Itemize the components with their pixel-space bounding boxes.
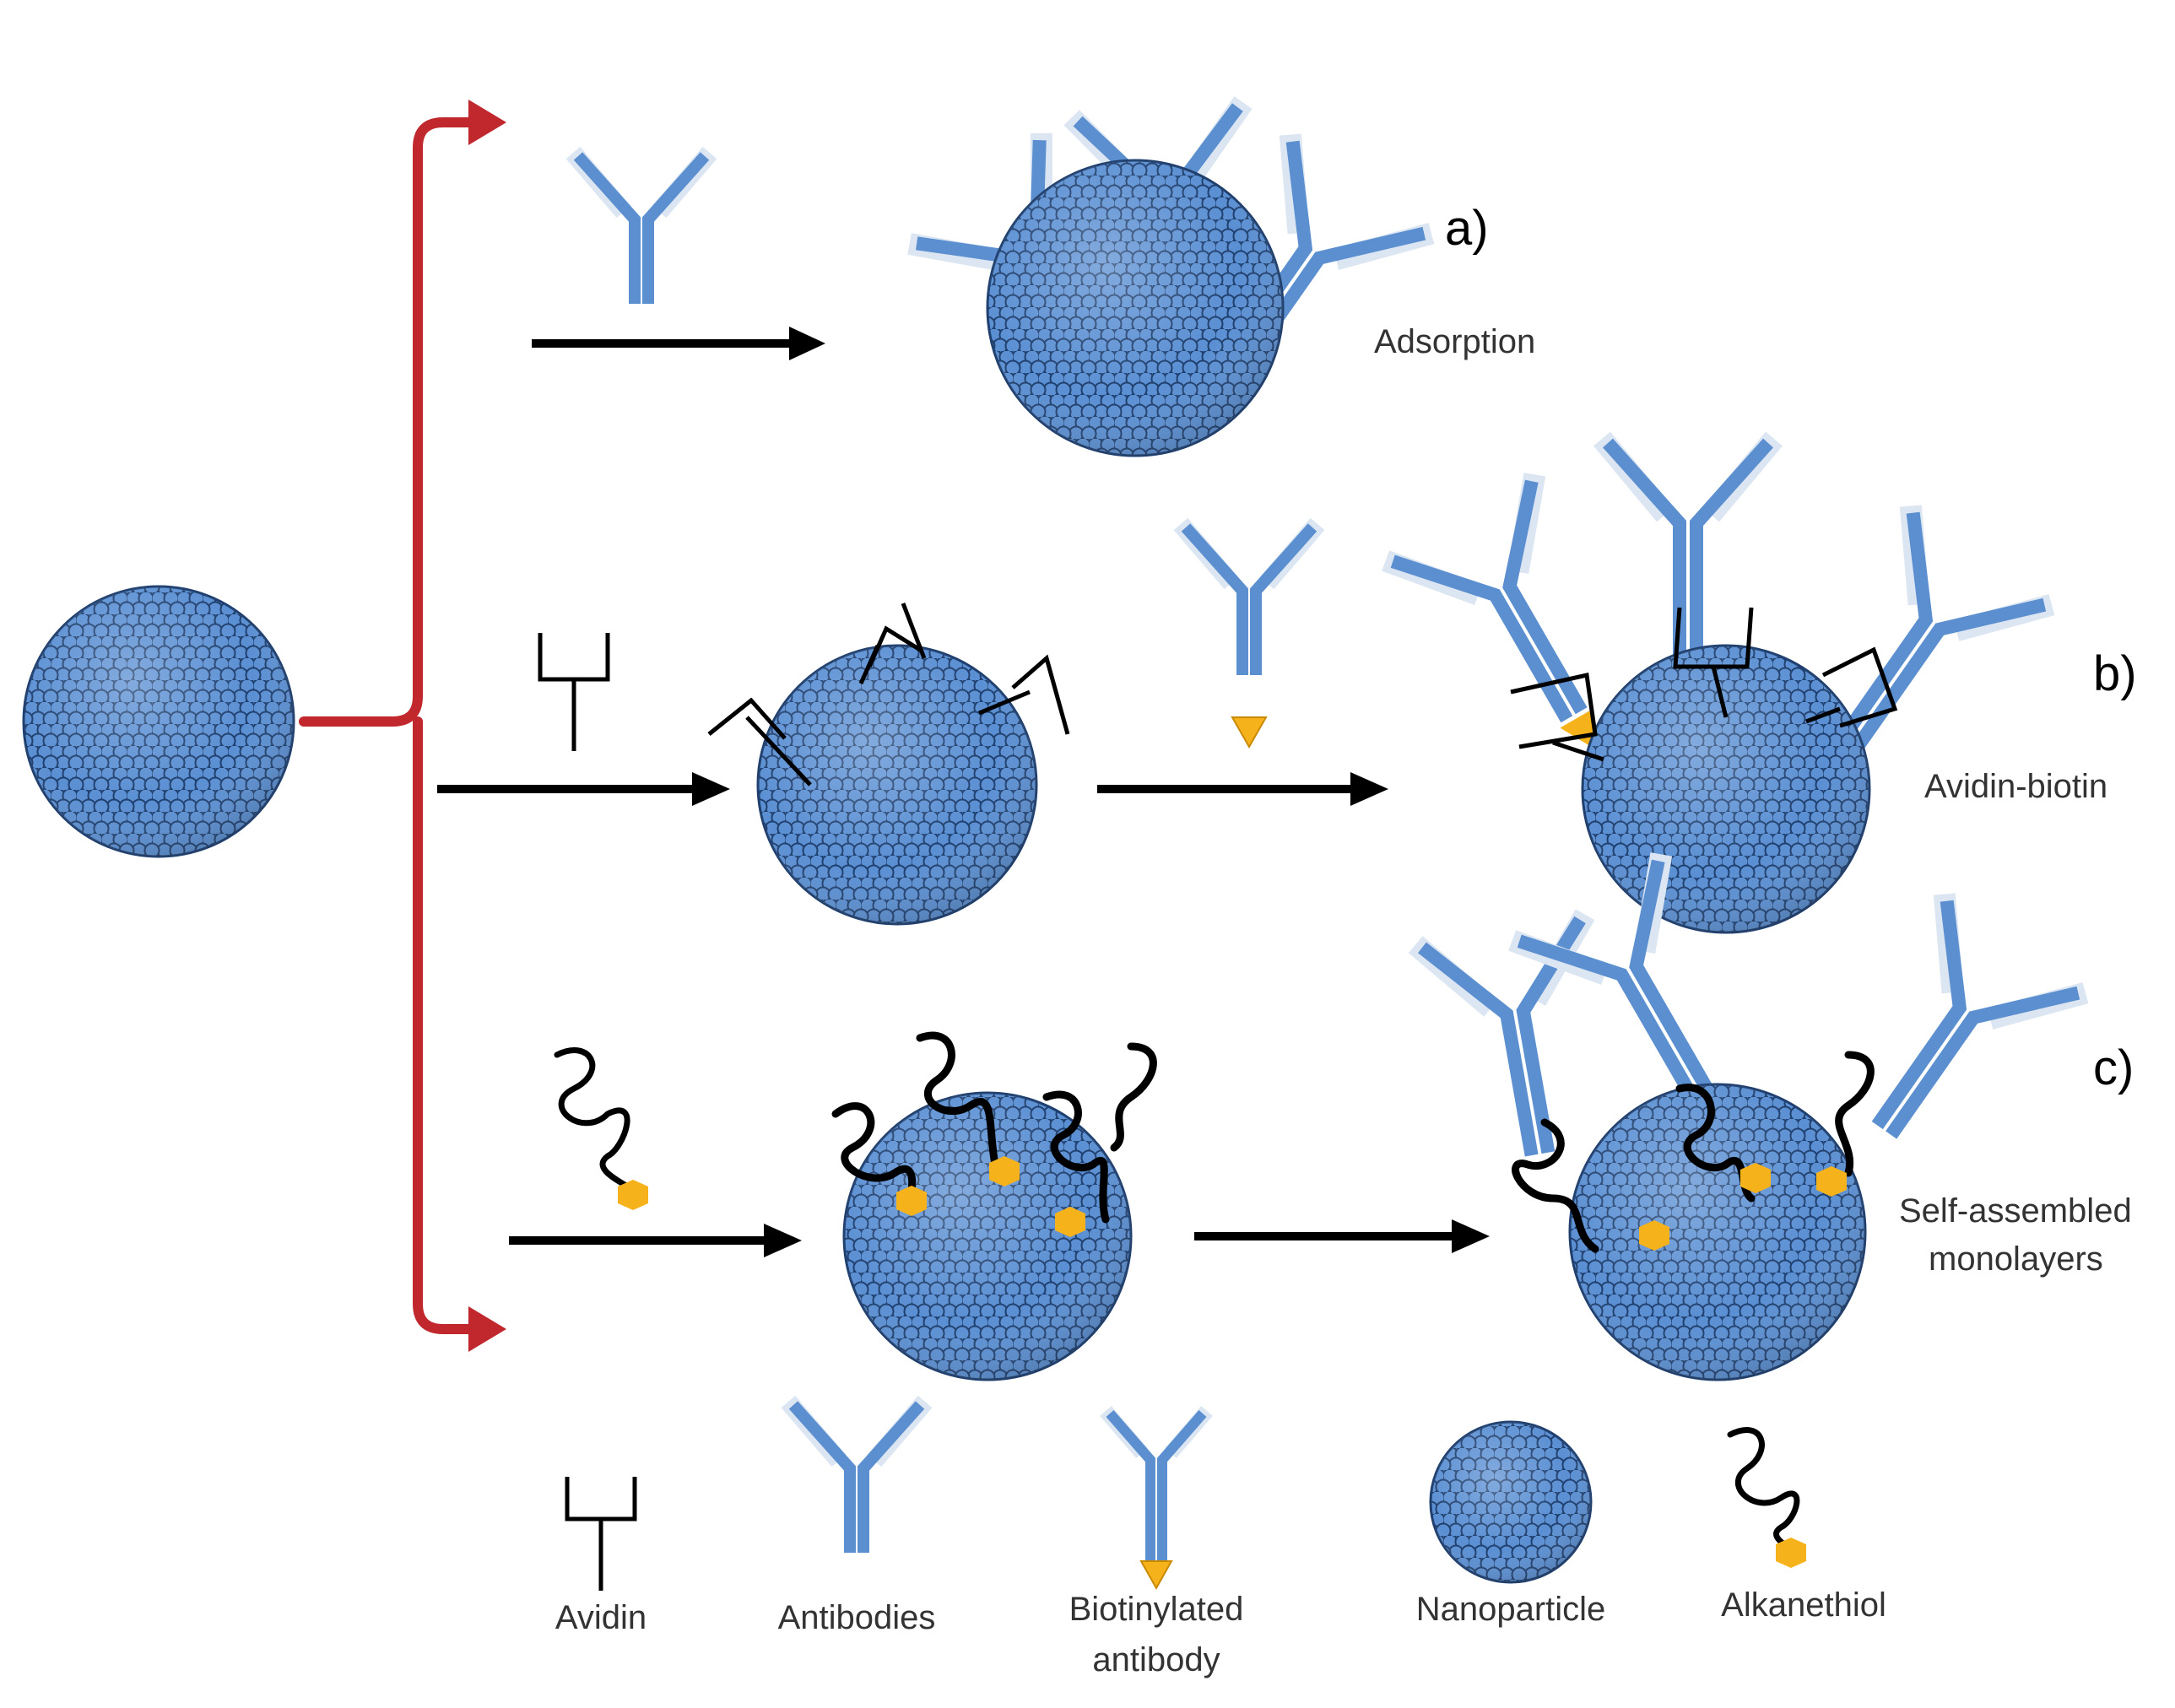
legend-antibodies-label: Antibodies bbox=[778, 1599, 936, 1636]
branch-arrow bbox=[299, 100, 506, 1352]
legend-nanoparticle-icon bbox=[1429, 1420, 1593, 1584]
reaction-arrow-b1 bbox=[437, 772, 730, 806]
source-nanoparticle bbox=[22, 585, 295, 858]
avidin-on-particle-b1 bbox=[707, 603, 1070, 786]
label-b: b) bbox=[2093, 646, 2137, 701]
nanoparticle-c2 bbox=[1568, 1083, 1867, 1381]
legend-alkanethiol-icon bbox=[1727, 1427, 1806, 1568]
biotinylated-antibody-icon bbox=[1181, 524, 1317, 749]
legend-alkanethiol-label: Alkanethiol bbox=[1721, 1586, 1886, 1624]
alkanethiol-icon bbox=[554, 1047, 648, 1210]
label-avidin-biotin: Avidin-biotin bbox=[1924, 768, 2107, 805]
reaction-arrow-a bbox=[532, 327, 825, 360]
alkanethiol-on-particle-c1 bbox=[831, 1031, 1157, 1224]
legend-biotinylated-label-line1: Biotinylated bbox=[1069, 1591, 1244, 1628]
nanoparticle-a bbox=[986, 159, 1285, 457]
reaction-arrow-b2 bbox=[1097, 772, 1388, 806]
row-a: a) Adsorption bbox=[532, 102, 1535, 457]
row-b: b) Avidin-biotin bbox=[437, 439, 2137, 934]
antibody-icon bbox=[573, 153, 710, 304]
reaction-arrow-c2 bbox=[1194, 1219, 1490, 1253]
legend-avidin-label: Avidin bbox=[555, 1599, 647, 1636]
nanoparticle-c1 bbox=[842, 1091, 1133, 1381]
label-a: a) bbox=[1445, 201, 1489, 256]
thiol-heads-c2 bbox=[1639, 1163, 1847, 1251]
legend-nanoparticle-label: Nanoparticle bbox=[1416, 1591, 1606, 1628]
avidin-on-particle-b2 bbox=[1510, 607, 1898, 762]
label-adsorption: Adsorption bbox=[1374, 323, 1535, 360]
legend-biotinylated-icon bbox=[1106, 1411, 1207, 1591]
reaction-arrow-c1 bbox=[509, 1224, 802, 1257]
nanoparticle-b1 bbox=[756, 644, 1038, 926]
label-c: c) bbox=[2093, 1040, 2134, 1095]
label-sam-line2: monolayers bbox=[1929, 1240, 2103, 1278]
nanoparticle-b2 bbox=[1581, 644, 1871, 934]
legend-biotinylated-label-line2: antibody bbox=[1092, 1641, 1220, 1678]
label-sam-line1: Self-assembled bbox=[1899, 1192, 2132, 1230]
legend: Avidin Antibodies Biotinylated antibody … bbox=[555, 1402, 1886, 1678]
avidin-icon bbox=[538, 633, 610, 751]
thiol-heads-c1 bbox=[896, 1156, 1085, 1237]
row-c: c) Self-assembled monolayers bbox=[509, 854, 2134, 1381]
legend-antibody-icon bbox=[788, 1402, 925, 1553]
legend-avidin-icon bbox=[565, 1477, 637, 1591]
